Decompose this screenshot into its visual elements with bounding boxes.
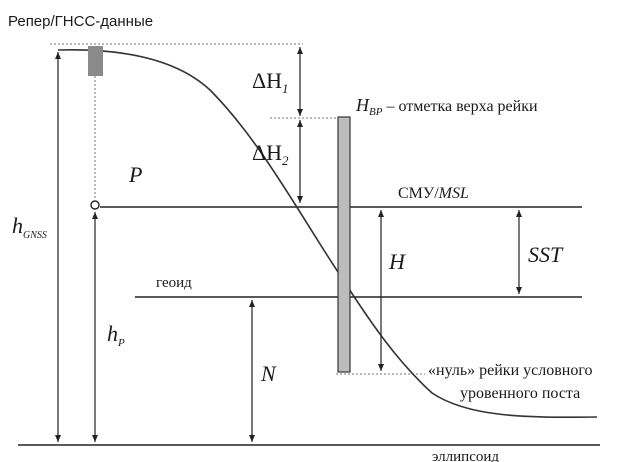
- benchmark-label: Репер/ГНСС-данные: [8, 13, 153, 30]
- height-h-label: H: [388, 249, 406, 274]
- point-p-label: P: [128, 162, 142, 187]
- undulation-n-label: N: [260, 361, 277, 386]
- hbp-label: HBP – отметка верха рейки: [355, 95, 538, 118]
- benchmark-marker: [88, 46, 103, 76]
- sst-label: SST: [528, 242, 564, 267]
- h-p-label: hP: [107, 321, 125, 349]
- delta-h2-label: ΔH2: [252, 140, 289, 168]
- geoid-label: геоид: [156, 275, 192, 291]
- ellipsoid-label: эллипсоид: [432, 449, 499, 462]
- msl-label: СМУ/MSL: [398, 185, 469, 202]
- h-gnss-label: hGNSS: [12, 213, 47, 241]
- point-p-marker: [90, 200, 100, 210]
- rod-zero-label-line1: «нуль» рейки условного: [428, 362, 593, 379]
- leveling-rod: [337, 116, 351, 373]
- delta-h1-label: ΔH1: [252, 68, 289, 96]
- rod-zero-label-line2: уровенного поста: [460, 385, 580, 402]
